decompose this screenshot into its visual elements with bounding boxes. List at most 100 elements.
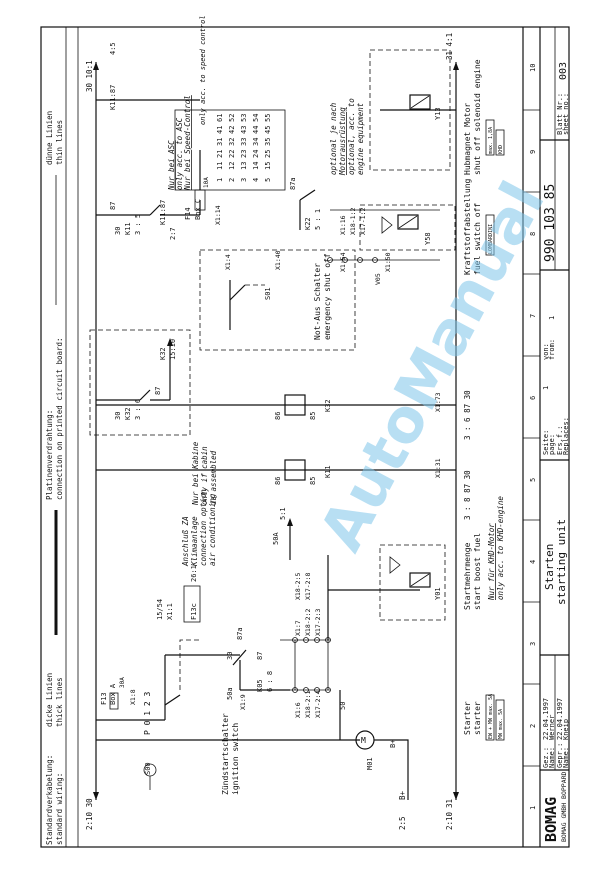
- drawing-title: Starten: [543, 544, 556, 590]
- svg-text:22.04.1997: 22.04.1997: [542, 698, 550, 740]
- svg-text:4:5: 4:5: [109, 42, 117, 55]
- header-thin-lines: dünne Linien: [45, 111, 54, 165]
- svg-text:Kraftstoffabstellung: Kraftstoffabstellung: [463, 178, 472, 275]
- svg-text:K22: K22: [304, 217, 312, 230]
- svg-text:Anschluß ZA: Anschluß ZA: [181, 516, 190, 567]
- grid-number: 10: [529, 64, 537, 72]
- svg-text:10A: 10A: [203, 177, 210, 188]
- svg-text:optional je nach: optional je nach: [329, 102, 338, 175]
- svg-text:85: 85: [309, 477, 317, 485]
- svg-text:MW max. 5A: MW max. 5A: [498, 709, 504, 739]
- pin-table-cell: 61: [216, 114, 224, 122]
- emergency-switch-s01: S01 Not-Aus Schalter emergency shut off …: [199, 249, 356, 351]
- svg-text:fuel switch off: fuel switch off: [473, 203, 482, 275]
- rail-31-arrow: [453, 792, 459, 800]
- svg-text:50a: 50a: [226, 687, 234, 700]
- header-pcb-wiring: Platinenverdrahtung:: [45, 410, 54, 500]
- svg-text:shut off solenoid engine: shut off solenoid engine: [473, 59, 482, 175]
- header-thin-lines-en: thin lines: [55, 120, 64, 165]
- fuse-f13: F13 Box A 30A X1:8: [100, 677, 137, 710]
- svg-text:Name:: Name:: [562, 747, 570, 768]
- svg-text:87: 87: [256, 652, 264, 660]
- svg-text:Box A: Box A: [109, 683, 117, 705]
- svg-text:X1:1: X1:1: [166, 603, 174, 620]
- svg-text:K05: K05: [256, 679, 264, 692]
- svg-text:X17-1:2: X17-1:2: [359, 208, 367, 235]
- terminal-block: X1:6 X18-2:1 X17-2:4 X1:7 X18-2:2 X17-2:…: [272, 507, 331, 718]
- pin-table-cell: 21: [216, 150, 224, 158]
- svg-text:X17-2:4: X17-2:4: [314, 691, 322, 718]
- svg-text:87a: 87a: [236, 627, 244, 640]
- pin-table-cell: 35: [264, 138, 272, 146]
- pin-table-cell: 3: [240, 178, 248, 182]
- start-boost-y01: Y01 Startmehrmenge start boost fuel Nur …: [328, 496, 505, 621]
- sheet-border: [40, 26, 570, 848]
- svg-text:Hubmagnet Motor: Hubmagnet Motor: [463, 103, 472, 175]
- header-pcb-wiring-en: connection on printed circuit board:: [55, 337, 64, 500]
- svg-text:X18-1:2: X18-1:2: [349, 208, 357, 235]
- svg-text:X1:16: X1:16: [339, 215, 347, 235]
- drawing-title-en: starting unit: [555, 519, 568, 605]
- relay-k05: 15/54 X1:1 50a 30 87a K05 6 : 8 87 X1:9: [156, 599, 290, 710]
- grid-number: 8: [529, 232, 537, 236]
- pin-table-cell: 41: [216, 126, 224, 134]
- pin-table-cell: 52: [228, 114, 236, 122]
- svg-text:Kneip: Kneip: [562, 719, 570, 740]
- svg-text:15:10: 15:10: [169, 339, 177, 360]
- svg-text:Replaces:: Replaces:: [562, 417, 570, 455]
- svg-text:30A: 30A: [119, 677, 126, 688]
- svg-text:Blatt Nr.:: Blatt Nr.:: [556, 93, 564, 135]
- pin-table-cell: 53: [240, 114, 248, 122]
- svg-text:KHD: KHD: [498, 145, 504, 154]
- svg-text:S01: S01: [264, 287, 272, 300]
- svg-text:Klimaanlage: Klimaanlage: [190, 516, 199, 567]
- pin-table-cell: 23: [240, 150, 248, 158]
- pin-table-cells: 1112131416121222324252313233343534142434…: [216, 114, 272, 182]
- svg-text:Seite:: Seite:: [542, 430, 550, 455]
- header-standard-wiring-en: standard wiring:: [55, 773, 64, 845]
- header-thick-lines: dicke Linien: [45, 673, 54, 727]
- svg-text:Box C: Box C: [194, 199, 202, 220]
- header-standard-wiring: Standardverkabelung:: [45, 755, 54, 845]
- svg-text:86: 86: [274, 412, 282, 420]
- svg-text:connection option: connection option: [199, 489, 208, 566]
- svg-text:only acc. to speed control: only acc. to speed control: [199, 15, 207, 125]
- rail-labels: 2:10 30 30 10:1 2:10 31 31 4:1 2:5 B+: [85, 33, 454, 830]
- svg-text:F14: F14: [184, 207, 192, 220]
- title-block: BOMAG BOMAG GMBH BOPPARD Gez.: 22.04.199…: [540, 27, 570, 842]
- pin-table-cell: 34: [252, 138, 260, 146]
- svg-text:only acc. to KHD-engine: only acc. to KHD-engine: [496, 496, 505, 600]
- pin-table-cell: 13: [240, 162, 248, 170]
- k32-contact: 30 K32 3 : 6 87 K32 15:10: [89, 329, 191, 436]
- pin-table-cell: 55: [264, 114, 272, 122]
- svg-text:30: 30: [114, 412, 122, 420]
- svg-text:3 : 6: 3 : 6: [134, 399, 142, 420]
- svg-text:X1:6: X1:6: [294, 702, 302, 718]
- pin-table-cell: 31: [216, 138, 224, 146]
- grid-number: 2: [529, 724, 537, 728]
- svg-text:EW + MW max. 5A: EW + MW max. 5A: [488, 694, 494, 739]
- ignition-label-en: ignition switch: [231, 723, 240, 795]
- svg-text:B+: B+: [389, 740, 397, 748]
- svg-text:50A: 50A: [272, 532, 280, 545]
- svg-text:X1:7: X1:7: [294, 620, 302, 636]
- svg-text:30: 30: [114, 227, 122, 235]
- rail-bplus-left-label: 2:5: [398, 816, 407, 830]
- svg-text:87: 87: [154, 387, 162, 395]
- svg-text:Y01: Y01: [434, 587, 442, 600]
- grid-column-lines: [523, 109, 540, 767]
- svg-text:Starter: Starter: [463, 701, 472, 735]
- svg-text:X18-2:5: X18-2:5: [294, 573, 302, 600]
- svg-text:Nur bei Kabine: Nur bei Kabine: [191, 441, 200, 506]
- svg-text:sheet no.:: sheet no.:: [562, 93, 570, 135]
- pin-table-cell: 25: [264, 150, 272, 158]
- svg-text:X17-2:8: X17-2:8: [304, 573, 312, 600]
- bomag-logo: BOMAG: [542, 797, 560, 842]
- svg-text:F13c: F13c: [190, 603, 198, 620]
- svg-text:50: 50: [339, 702, 347, 710]
- pin-table-cell: 2: [228, 178, 236, 182]
- svg-text:only if cabin: only if cabin: [200, 446, 209, 505]
- svg-text:starter: starter: [473, 701, 482, 735]
- svg-text:K32: K32: [159, 347, 167, 360]
